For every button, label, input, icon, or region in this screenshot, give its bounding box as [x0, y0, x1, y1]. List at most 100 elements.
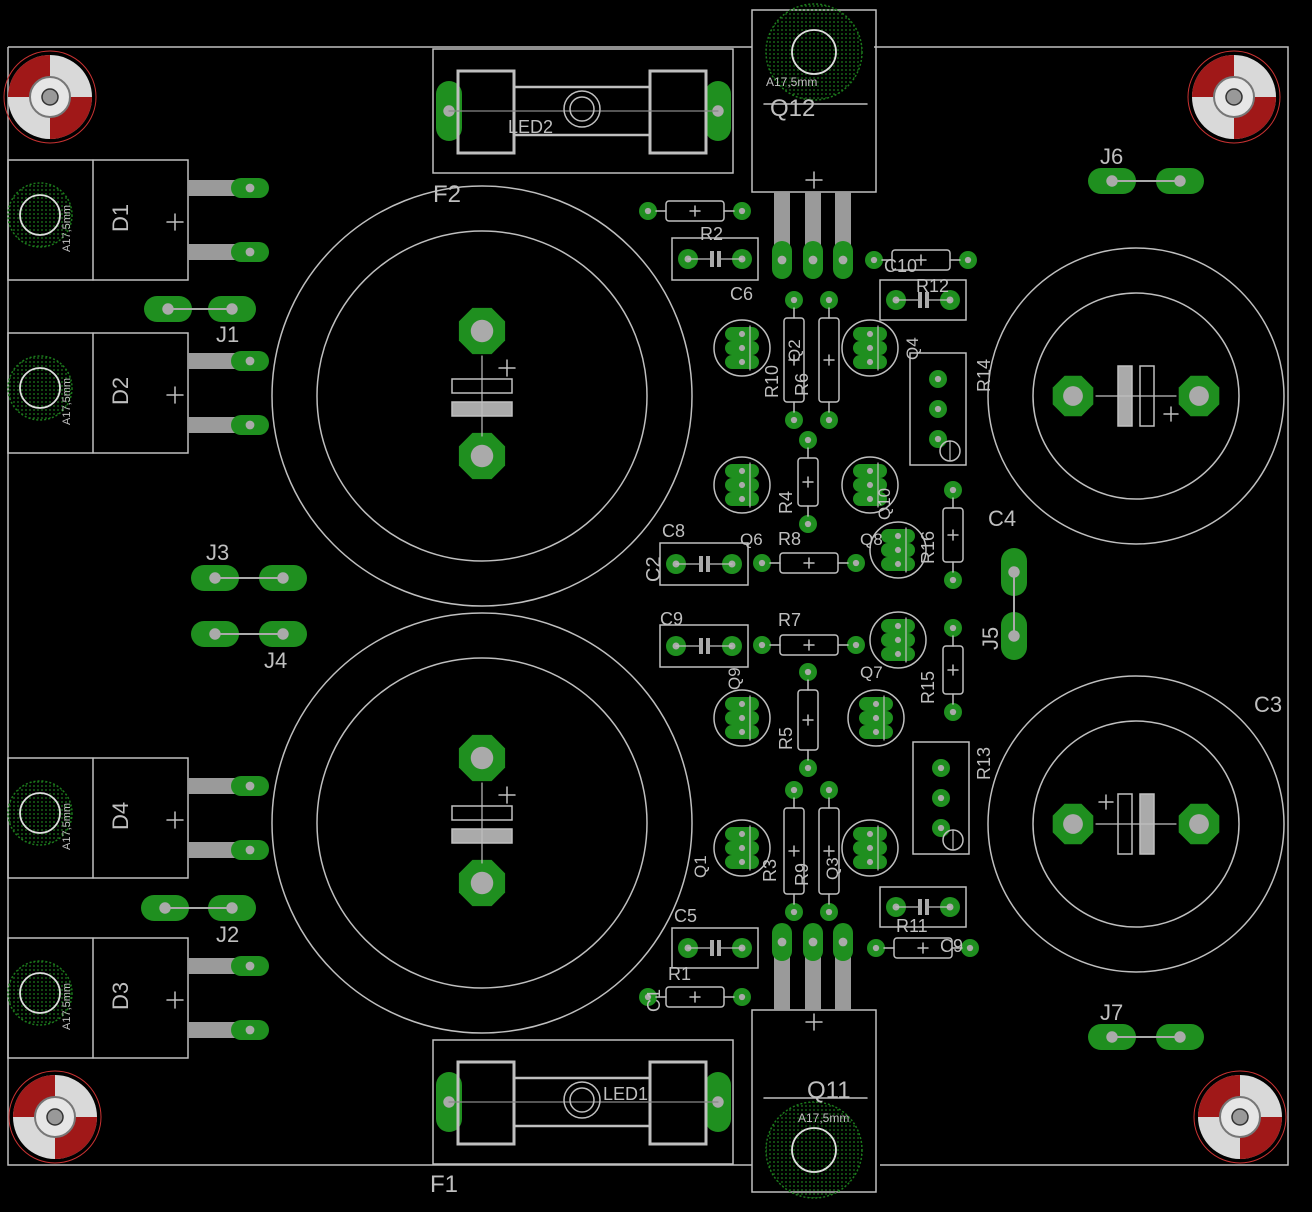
silk-circle [46, 1108, 64, 1126]
pad-hole [790, 296, 798, 304]
jumper-j6 [1088, 168, 1204, 194]
silk-rect [706, 638, 710, 654]
transistor-q4 [841, 319, 899, 377]
label-d3: D3 [108, 982, 133, 1010]
silk-rect [188, 842, 238, 858]
label-heatsink: A17,5mm [61, 378, 73, 425]
label-c5: C5 [674, 906, 697, 926]
silk-rect [671, 927, 759, 969]
silk-rect [665, 986, 725, 1008]
silk-circle [7, 355, 73, 421]
resistor-r8 [753, 552, 865, 574]
silk-circle [19, 972, 61, 1014]
pad-hole [825, 296, 833, 304]
resistor-r4 [797, 431, 819, 533]
silk-rect [432, 48, 734, 174]
label-q9: Q9 [725, 667, 744, 690]
capacitor-c8 [659, 542, 749, 586]
silk-rect [7, 159, 189, 281]
pad-hole [894, 636, 902, 644]
silk-rect [717, 251, 721, 267]
silk-circle [791, 1127, 837, 1173]
silk-rect [835, 192, 851, 248]
transistor-q8 [869, 521, 927, 579]
label-r4: R4 [776, 491, 796, 514]
resistor-r2 [639, 200, 751, 222]
label-heatsink: A17,5mm [766, 75, 817, 89]
pad-hole [866, 481, 874, 489]
pad-hole [838, 937, 848, 947]
label-r13: R13 [974, 747, 994, 780]
silk-circle [3, 50, 97, 144]
label-j4: J4 [264, 648, 287, 673]
resistor-r7 [753, 634, 865, 656]
silk-rect [925, 292, 929, 308]
label-r16: R16 [918, 531, 938, 564]
silk-rect [779, 552, 839, 574]
silk-rect [912, 741, 970, 855]
jumper-j5 [1001, 548, 1027, 660]
label-q10: Q10 [875, 488, 894, 520]
trimmer-r14 [909, 352, 967, 466]
silk-rect [918, 292, 922, 308]
silk-circle [765, 3, 863, 101]
resistor-r10 [783, 291, 805, 429]
label-r14: R14 [974, 359, 994, 392]
resistor-r16 [942, 481, 964, 589]
pad-hole [1189, 386, 1209, 406]
silk-circle [1225, 88, 1243, 106]
label-c3: C3 [1254, 692, 1282, 717]
silk-rect [942, 645, 964, 695]
pad-hole [866, 344, 874, 352]
jumper-j2 [141, 895, 256, 921]
label-c4: C4 [988, 506, 1016, 531]
pad-hole [866, 467, 874, 475]
pad-hole [738, 700, 746, 708]
jumper-j1 [144, 296, 256, 322]
pad-hole [852, 559, 860, 567]
pad-hole [934, 375, 942, 383]
label-r7: R7 [778, 610, 801, 630]
label-c9: C9 [660, 609, 683, 629]
silk-circle [271, 612, 693, 1034]
label-q11: Q11 [807, 1077, 851, 1104]
pad-hole [790, 786, 798, 794]
mounting-hole [1193, 1070, 1287, 1164]
pad-hole [804, 436, 812, 444]
capacitor-c9 [879, 886, 967, 928]
silk-rect [188, 778, 238, 794]
pad-hole [808, 255, 818, 265]
pad-hole [949, 486, 957, 494]
pad-hole [777, 255, 787, 265]
pad-hole [790, 908, 798, 916]
silk-circle [569, 96, 595, 122]
silk-circle [713, 689, 771, 747]
silk-rect [188, 180, 238, 196]
pad-hole [825, 786, 833, 794]
pad-hole [866, 358, 874, 366]
silk-circle [1032, 720, 1240, 928]
label-q1: Q1 [691, 855, 710, 878]
resistor-r15 [942, 619, 964, 721]
silk-circle [713, 819, 771, 877]
silk-rect [188, 244, 238, 260]
silk-rect [879, 279, 967, 321]
silk-rect [783, 807, 805, 895]
silk-rect [942, 507, 964, 563]
transistor-q9 [713, 689, 771, 747]
pad-hole [738, 207, 746, 215]
pad-hole [738, 714, 746, 722]
pad-hole [838, 255, 848, 265]
silk-rect [805, 954, 821, 1010]
silk-circle [316, 657, 648, 989]
resistor-r11 [867, 937, 979, 959]
silk-rect [774, 192, 790, 248]
transistor-q10 [841, 456, 899, 514]
silk-rect [797, 689, 819, 751]
pad-hole [738, 830, 746, 838]
silk-rect [432, 1039, 734, 1165]
pad-hole [894, 532, 902, 540]
mounting-hole [3, 50, 97, 144]
pad-hole [758, 641, 766, 649]
pad-hole [949, 624, 957, 632]
